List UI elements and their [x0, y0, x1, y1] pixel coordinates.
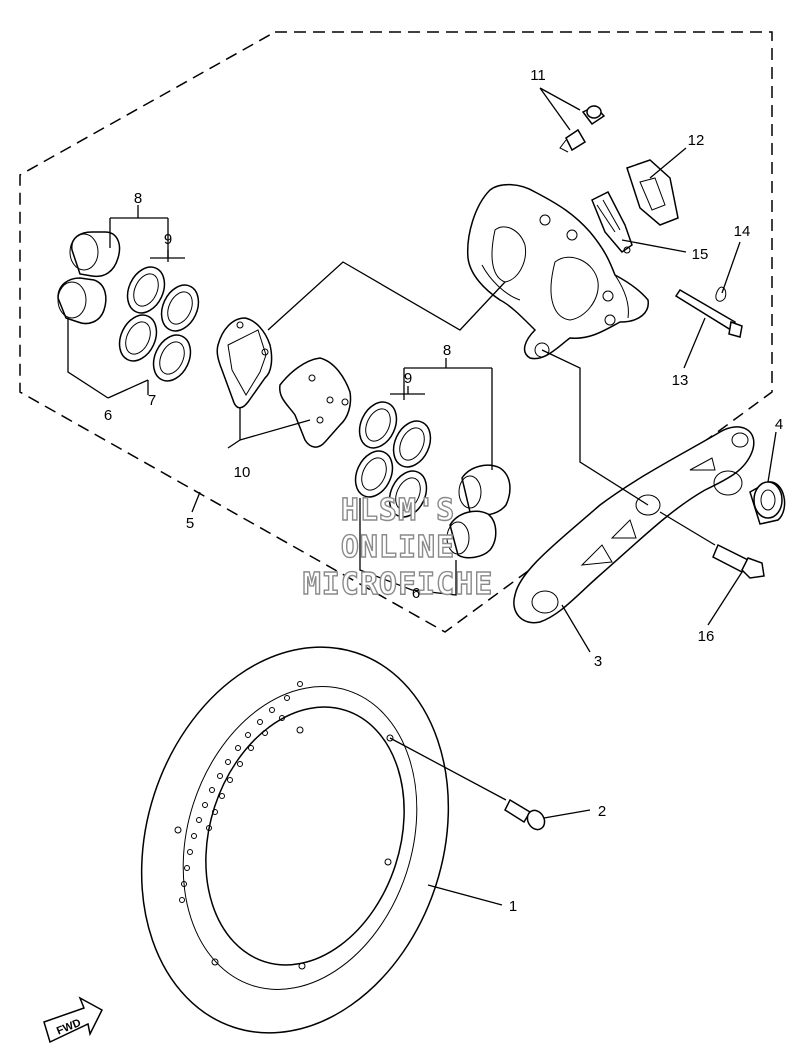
callout-labels: 1 2 3 4 5 6 6 7 8 8 9 9 10 11 12 13 14 1…	[104, 67, 783, 915]
caliper-assembly-boundary	[19, 31, 773, 633]
caliper-body	[466, 183, 649, 360]
collar	[749, 481, 786, 525]
disc-bolt	[504, 798, 546, 831]
watermark-line-2: ONLINE	[341, 530, 455, 565]
callout-11: 11	[530, 67, 546, 84]
watermark-line-1: HLSM'S	[341, 493, 455, 528]
callout-9-left: 9	[164, 231, 172, 248]
pad-support	[626, 159, 679, 226]
pistons-left	[57, 231, 121, 325]
watermark-line-3: MICROFICHE	[303, 567, 494, 602]
leader-lines	[67, 87, 777, 906]
brake-disc	[140, 646, 450, 1034]
seals-right	[354, 401, 432, 518]
callout-3: 3	[594, 653, 602, 670]
callout-15: 15	[692, 246, 709, 263]
disc-holes	[174, 681, 394, 970]
callout-5: 5	[186, 515, 194, 532]
brake-pad-right	[279, 357, 352, 448]
pistons-right	[446, 464, 511, 559]
callout-9-right: 9	[404, 370, 412, 387]
forward-arrow-icon: FWD	[43, 996, 103, 1044]
bleed-screw	[559, 105, 606, 153]
callout-2: 2	[598, 803, 606, 820]
callout-4: 4	[775, 416, 783, 433]
callout-7: 7	[148, 392, 156, 409]
bracket-bolt	[712, 543, 765, 579]
seals-left	[118, 266, 200, 382]
watermark: HLSM'S ONLINE MICROFICHE	[302, 492, 494, 602]
callout-8-right: 8	[443, 342, 451, 359]
callout-1: 1	[509, 898, 517, 915]
callout-16: 16	[698, 628, 715, 645]
callout-6-right: 6	[412, 585, 420, 602]
callout-12: 12	[688, 132, 705, 149]
caliper-bracket	[513, 426, 755, 624]
callout-14: 14	[734, 223, 751, 240]
callout-8-left: 8	[134, 190, 142, 207]
pad-spring	[591, 190, 633, 254]
pad-pin	[674, 288, 743, 338]
brake-pad-left	[216, 317, 273, 409]
callout-13: 13	[672, 372, 689, 389]
callout-10: 10	[234, 464, 251, 481]
clip	[715, 286, 727, 302]
callout-6-left: 6	[104, 407, 112, 424]
